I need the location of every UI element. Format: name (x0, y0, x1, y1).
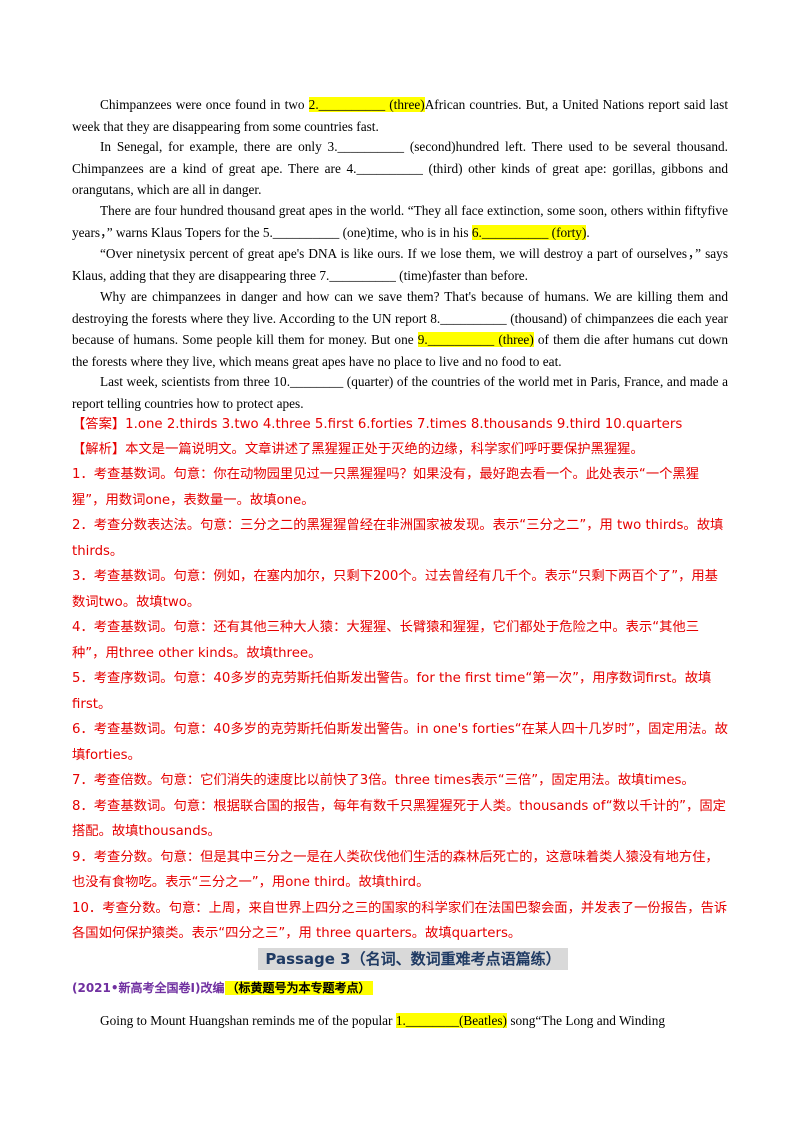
answers-line: 【答案】1.one 2.thirds 3.two 4.three 5.first… (72, 417, 683, 432)
highlighted-blank-p3-1: 1.________(Beatles) (395, 1013, 507, 1028)
source-label: (2021•新高考全国卷I)改编 (72, 981, 225, 995)
source-line: (2021•新高考全国卷I)改编（标黄题号为本专题考点） (72, 978, 373, 998)
paragraph-5: Why are chimpanzees in danger and how ca… (72, 286, 728, 372)
explanation-list: 1．考查基数词。句意：你在动物园里见过一只黑猩猩吗？如果没有，最好跑去看一个。此… (72, 462, 728, 947)
paragraph-4: “Over ninetysix percent of great ape's D… (72, 246, 728, 283)
paragraph-1: Chimpanzees were once found in two 2.___… (72, 94, 728, 137)
paragraph-6: Last week, scientists from three 10.____… (72, 374, 728, 411)
explanation-item-3: 3．考查基数词。句意：例如，在塞内加尔，只剩下200个。过去曾经有几千个。表示“… (72, 569, 718, 610)
highlighted-blank-2: 2.__________ (three) (308, 97, 425, 112)
highlighted-blank-9: 9.__________ (three) (417, 332, 534, 347)
explanation-item-10: 10．考查分数。句意：上周，来自世界上四分之三的国家的科学家们在法国巴黎会面，并… (72, 900, 728, 942)
highlighted-blank-6: 6.__________ (forty) (471, 224, 587, 240)
analysis-title: 【解析】本文是一篇说明文。文章讲述了黑猩猩正处于灭绝的边缘，科学家们呼吁要保护黑… (72, 442, 644, 457)
passage-3-title: Passage 3（名词、数词重难考点语篇练） (258, 948, 568, 970)
paragraph-1-text-a: Chimpanzees were once found in two (100, 97, 305, 112)
explanation-item-4: 4．考查基数词。句意：还有其他三种大人猿：大猩猩、长臂猿和猩猩，它们都处于危险之… (72, 620, 700, 661)
passage-3-intro-text-a: Going to Mount Huangshan reminds me of t… (100, 1013, 393, 1028)
paragraph-2: In Senegal, for example, there are only … (72, 139, 728, 197)
explanation-item-9: 9．考查分数。句意：但是其中三分之一是在人类砍伐他们生活的森林后死亡的，这意味着… (72, 849, 719, 891)
passage-3-intro-text-b: song“The Long and Winding (510, 1013, 666, 1028)
explanation-item-1: 1．考查基数词。句意：你在动物园里见过一只黑猩猩吗？如果没有，最好跑去看一个。此… (72, 467, 700, 508)
paragraph-5-text-b: of them die after humans cut down the fo… (72, 332, 729, 369)
explanation-item-8: 8．考查基数词。句意：根据联合国的报告，每年有数千只黑猩猩死于人类。thousa… (72, 798, 726, 840)
paragraph-3-text-a: There are four hundred thousand great ap… (72, 203, 728, 240)
paragraph-5-text-a: Why are chimpanzees in danger and how ca… (72, 289, 728, 347)
explanation-item-2: 2．考查分数表达法。句意：三分之二的黑猩猩曾经在非洲国家被发现。表示“三分之二”… (72, 518, 724, 559)
paragraph-3-text-b: . (586, 224, 590, 240)
source-tag: （标黄题号为本专题考点） (224, 981, 373, 995)
paragraph-3: There are four hundred thousand great ap… (72, 200, 728, 243)
paragraph-1-text-b: African countries. But, a United Nations… (72, 97, 729, 134)
explanation-item-5: 5．考查序数词。句意：40多岁的克劳斯托伯斯发出警告。for the first… (72, 671, 712, 712)
explanation-item-7: 7．考查倍数。句意：它们消失的速度比以前快了3倍。three times表示“三… (72, 773, 695, 788)
explanation-item-6: 6．考查基数词。句意：40多岁的克劳斯托伯斯发出警告。in one's fort… (72, 722, 728, 763)
passage-3-intro: Going to Mount Huangshan reminds me of t… (72, 1010, 728, 1032)
